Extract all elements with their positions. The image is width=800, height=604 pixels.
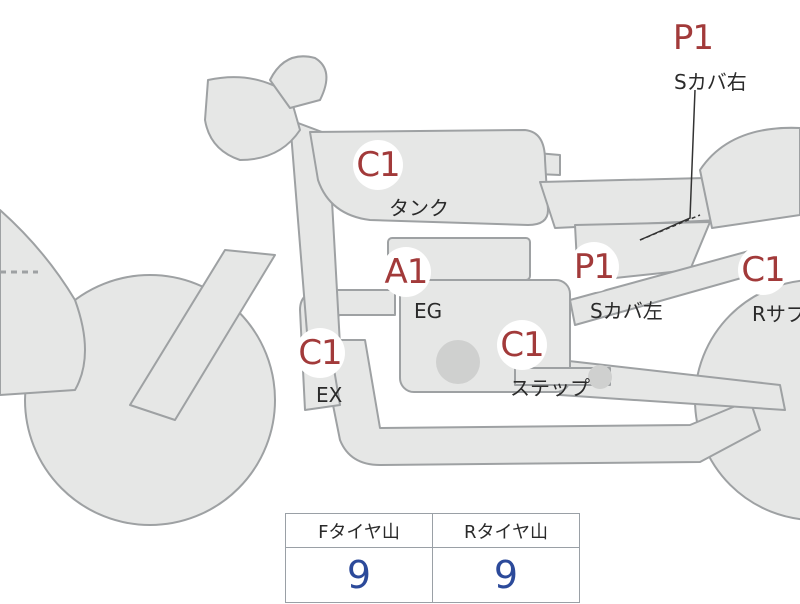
badge-exhaust: C1 [295,328,345,378]
label-rear-sub: Rサブ [752,302,800,326]
headlight-housing [204,76,301,161]
front-fork [129,249,276,421]
label-tank: タンク [389,196,449,220]
handlebar [269,55,328,109]
badge-side-cover-left: P1 [569,242,619,292]
badge-tank: C1 [353,140,403,190]
front-tire-header: Fタイヤ山 [285,513,433,548]
label-step: ステップ [510,376,590,400]
badge-engine: A1 [381,247,431,297]
badge-rear-sub: C1 [738,245,788,295]
rear-tire-header: Rタイヤ山 [432,513,580,548]
step-peg [588,365,612,389]
label-side-cover-left: Sカバ左 [590,299,663,323]
tire-tread-table: Fタイヤ山 Rタイヤ山 9 9 [285,513,580,603]
label-side-cover-right: Sカバ右 [674,70,747,94]
step-bar [514,367,611,386]
label-engine: EG [414,299,443,323]
label-exhaust: EX [316,383,343,407]
p1-right-leader-line [639,89,696,241]
front-tire-value: 9 [285,547,433,603]
rear-tire-value: 9 [432,547,580,603]
front-fender [0,209,86,396]
rear-fender [699,126,800,229]
p1-right-leader-dash [639,214,701,241]
badge-step: C1 [497,320,547,370]
engine-hub [436,340,480,384]
badge-side-cover-right: P1 [668,13,718,63]
lower-frame [319,339,761,466]
seat [539,177,721,229]
